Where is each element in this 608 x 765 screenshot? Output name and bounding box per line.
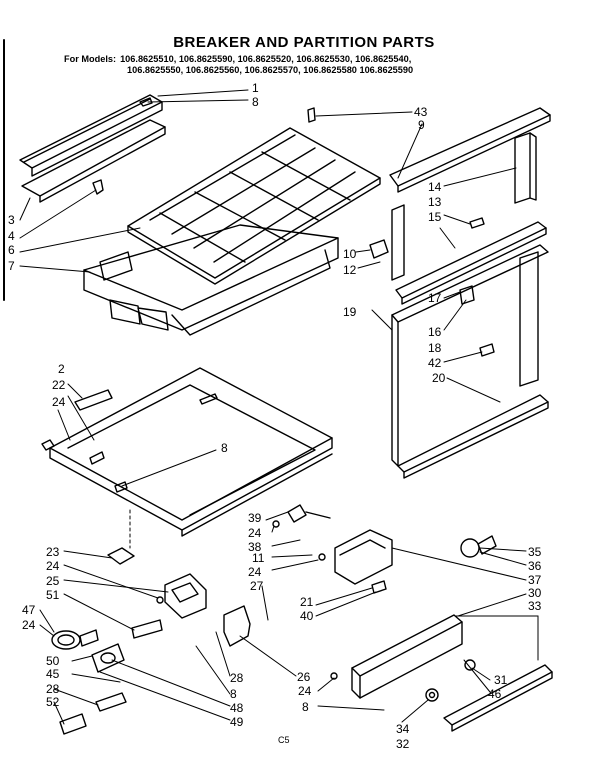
shelf-bracket-part (21, 119, 166, 203)
callout-28b: 28 (230, 671, 244, 685)
callout-27: 27 (250, 579, 264, 593)
callout-42: 42 (428, 356, 442, 370)
screw-24c-part (318, 553, 326, 561)
callout-46: 46 (488, 687, 502, 701)
callout-28a: 28 (46, 682, 60, 696)
block-10-part (369, 239, 389, 259)
callout-36: 36 (528, 559, 542, 573)
clamp-52 (59, 713, 87, 735)
partition-frame-19 (391, 244, 549, 479)
callout-51: 51 (46, 588, 60, 602)
knob-48 (91, 643, 125, 673)
callout-33: 33 (528, 599, 542, 613)
callout-23: 23 (46, 545, 60, 559)
callout-21: 21 (300, 595, 314, 609)
callout-12: 12 (343, 263, 357, 277)
callout-17: 17 (428, 291, 442, 305)
callout-8c: 8 (230, 687, 237, 701)
partition-tray-part (83, 224, 339, 336)
models-list: For Models:106.8625510, 106.8625590, 106… (64, 54, 604, 76)
switch-26 (223, 605, 251, 647)
callout-3: 3 (8, 213, 15, 227)
models-line-1-text: 106.8625510, 106.8625590, 106.8625520, 1… (120, 54, 412, 64)
partition-side-strip (391, 204, 405, 281)
trim-strip-part (19, 94, 163, 177)
callout-50: 50 (46, 654, 60, 668)
screw-43-part (307, 107, 316, 123)
callout-43: 43 (414, 105, 428, 119)
lamp-socket-39 (287, 504, 331, 523)
knob-31 (464, 659, 476, 671)
callout-11: 11 (252, 551, 265, 565)
callout-8d: 8 (302, 700, 309, 714)
screw-40-part (371, 580, 387, 594)
callout-20: 20 (432, 371, 446, 385)
callout-30: 30 (528, 586, 542, 600)
callout-47: 47 (22, 603, 36, 617)
callout-34: 34 (396, 722, 410, 736)
callout-35: 35 (528, 545, 542, 559)
callout-24d: 24 (46, 559, 60, 573)
callout-numbers: 1 8 3 4 6 7 43 9 14 13 15 10 12 19 17 16… (8, 81, 542, 751)
callout-40: 40 (300, 609, 314, 623)
callout-1: 1 (252, 81, 259, 95)
models-line-2: 106.8625550, 106.8625560, 106.8625570, 1… (127, 65, 414, 75)
breaker-grille-part (127, 127, 381, 285)
callout-4: 4 (8, 229, 15, 243)
control-panel-30 (351, 614, 463, 699)
knob-34 (425, 688, 439, 702)
plate-28 (95, 692, 127, 712)
partition-mullion-upper (514, 132, 537, 204)
callout-38: 38 (248, 540, 262, 554)
callout-24b: 24 (248, 526, 262, 540)
bracket-23-part (107, 547, 135, 565)
control-housing-25 (164, 573, 207, 619)
callout-9: 9 (418, 118, 425, 132)
screw-24-part (156, 596, 164, 604)
callout-13: 13 (428, 195, 442, 209)
callout-45: 45 (46, 667, 60, 681)
trim-33 (443, 664, 553, 732)
callout-7: 7 (8, 259, 15, 273)
page-title: BREAKER AND PARTITION PARTS (173, 34, 435, 51)
terminal-block-51 (131, 619, 163, 639)
callout-19: 19 (343, 305, 357, 319)
callout-10: 10 (343, 247, 357, 261)
models-label: For Models: (64, 54, 117, 64)
callout-6: 6 (8, 243, 15, 257)
callout-25: 25 (46, 574, 60, 588)
callout-22: 22 (52, 378, 66, 392)
callout-18: 18 (428, 341, 442, 355)
switch-housing-37 (334, 529, 393, 585)
callout-48: 48 (230, 701, 244, 715)
callout-2: 2 (58, 362, 65, 376)
callout-39: 39 (248, 511, 262, 525)
callout-15: 15 (428, 210, 442, 224)
callout-49: 49 (230, 715, 244, 729)
screw-24b-part (272, 520, 280, 528)
callout-37: 37 (528, 573, 542, 587)
partition-rail-15 (395, 221, 547, 305)
divider-panel-part (41, 367, 333, 537)
callout-26: 26 (297, 670, 311, 684)
callout-8b: 8 (221, 441, 228, 455)
callout-32: 32 (396, 737, 410, 751)
callout-24f: 24 (298, 684, 312, 698)
screw-24f-part (330, 672, 338, 680)
partition-cap-strip (389, 107, 551, 193)
screw-13-part (469, 217, 485, 229)
callout-14: 14 (428, 180, 442, 194)
callout-52: 52 (46, 695, 60, 709)
callout-31: 31 (494, 673, 508, 687)
callout-24a: 24 (52, 395, 66, 409)
callout-24e: 24 (22, 618, 36, 632)
bulb-35 (460, 535, 497, 558)
callout-24c: 24 (248, 565, 262, 579)
callout-8a: 8 (252, 95, 259, 109)
models-line-1: For Models:106.8625510, 106.8625590, 106… (64, 54, 604, 65)
page-code: C5 (278, 735, 290, 745)
damper-47 (51, 629, 99, 650)
callout-16: 16 (428, 325, 442, 339)
